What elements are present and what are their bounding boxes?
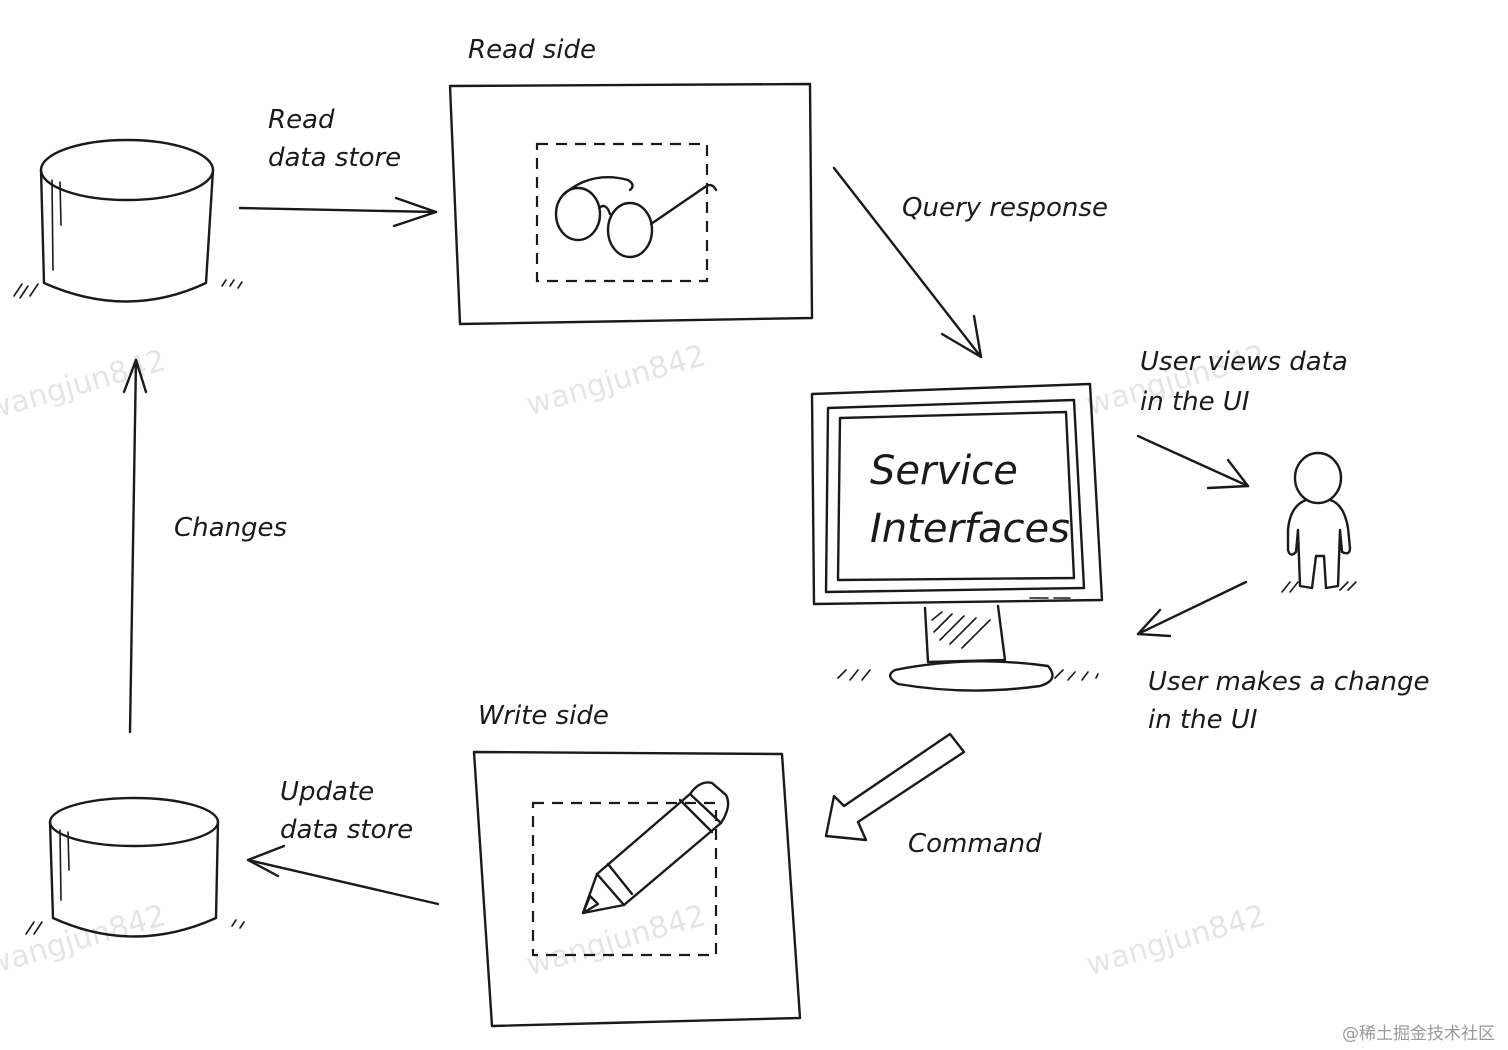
write-database-icon	[25, 796, 245, 938]
arrow-user-views	[1136, 434, 1250, 490]
service-label-line1: Service	[870, 448, 1018, 494]
user-makes-label-line2: in the UI	[1148, 705, 1258, 735]
arrow-changes	[122, 358, 148, 734]
arrow-query-response	[832, 166, 983, 359]
changes-label: Changes	[174, 513, 287, 543]
pencil-icon	[581, 781, 730, 915]
read-side-box	[448, 82, 814, 326]
write-side-box	[472, 750, 802, 1028]
user-views-label-line1: User views data	[1140, 347, 1348, 377]
read-side-label: Read side	[468, 35, 596, 65]
watermark: wangjun842	[523, 338, 710, 423]
update-data-store-label-line2: data store	[280, 815, 413, 845]
arrow-user-makes-change	[1136, 580, 1248, 638]
arrow-update-data-store	[246, 844, 440, 906]
watermark: wangjun842	[523, 898, 710, 983]
watermarks: wangjun842 wangjun842 wangjun842 wangjun…	[0, 338, 1270, 983]
user-icon	[1281, 451, 1357, 593]
read-data-store-label-line1: Read	[268, 105, 335, 135]
watermark: wangjun842	[1083, 898, 1270, 983]
watermark: wangjun842	[0, 898, 170, 983]
read-database-icon	[13, 138, 243, 303]
service-label-line2: Interfaces	[870, 506, 1070, 552]
arrow-command	[824, 732, 966, 842]
glasses-icon	[554, 176, 718, 259]
monitor-icon	[810, 382, 1104, 692]
site-credit: @稀土掘金技术社区	[1342, 1024, 1495, 1044]
read-data-store-label-line2: data store	[268, 143, 401, 173]
write-side-label: Write side	[478, 701, 609, 731]
command-label: Command	[908, 829, 1042, 859]
user-views-label-line2: in the UI	[1140, 387, 1250, 417]
user-makes-label-line1: User makes a change	[1148, 667, 1430, 697]
update-data-store-label-line1: Update	[280, 777, 374, 807]
query-response-label: Query response	[902, 193, 1108, 223]
arrow-read-data-store	[238, 196, 438, 228]
